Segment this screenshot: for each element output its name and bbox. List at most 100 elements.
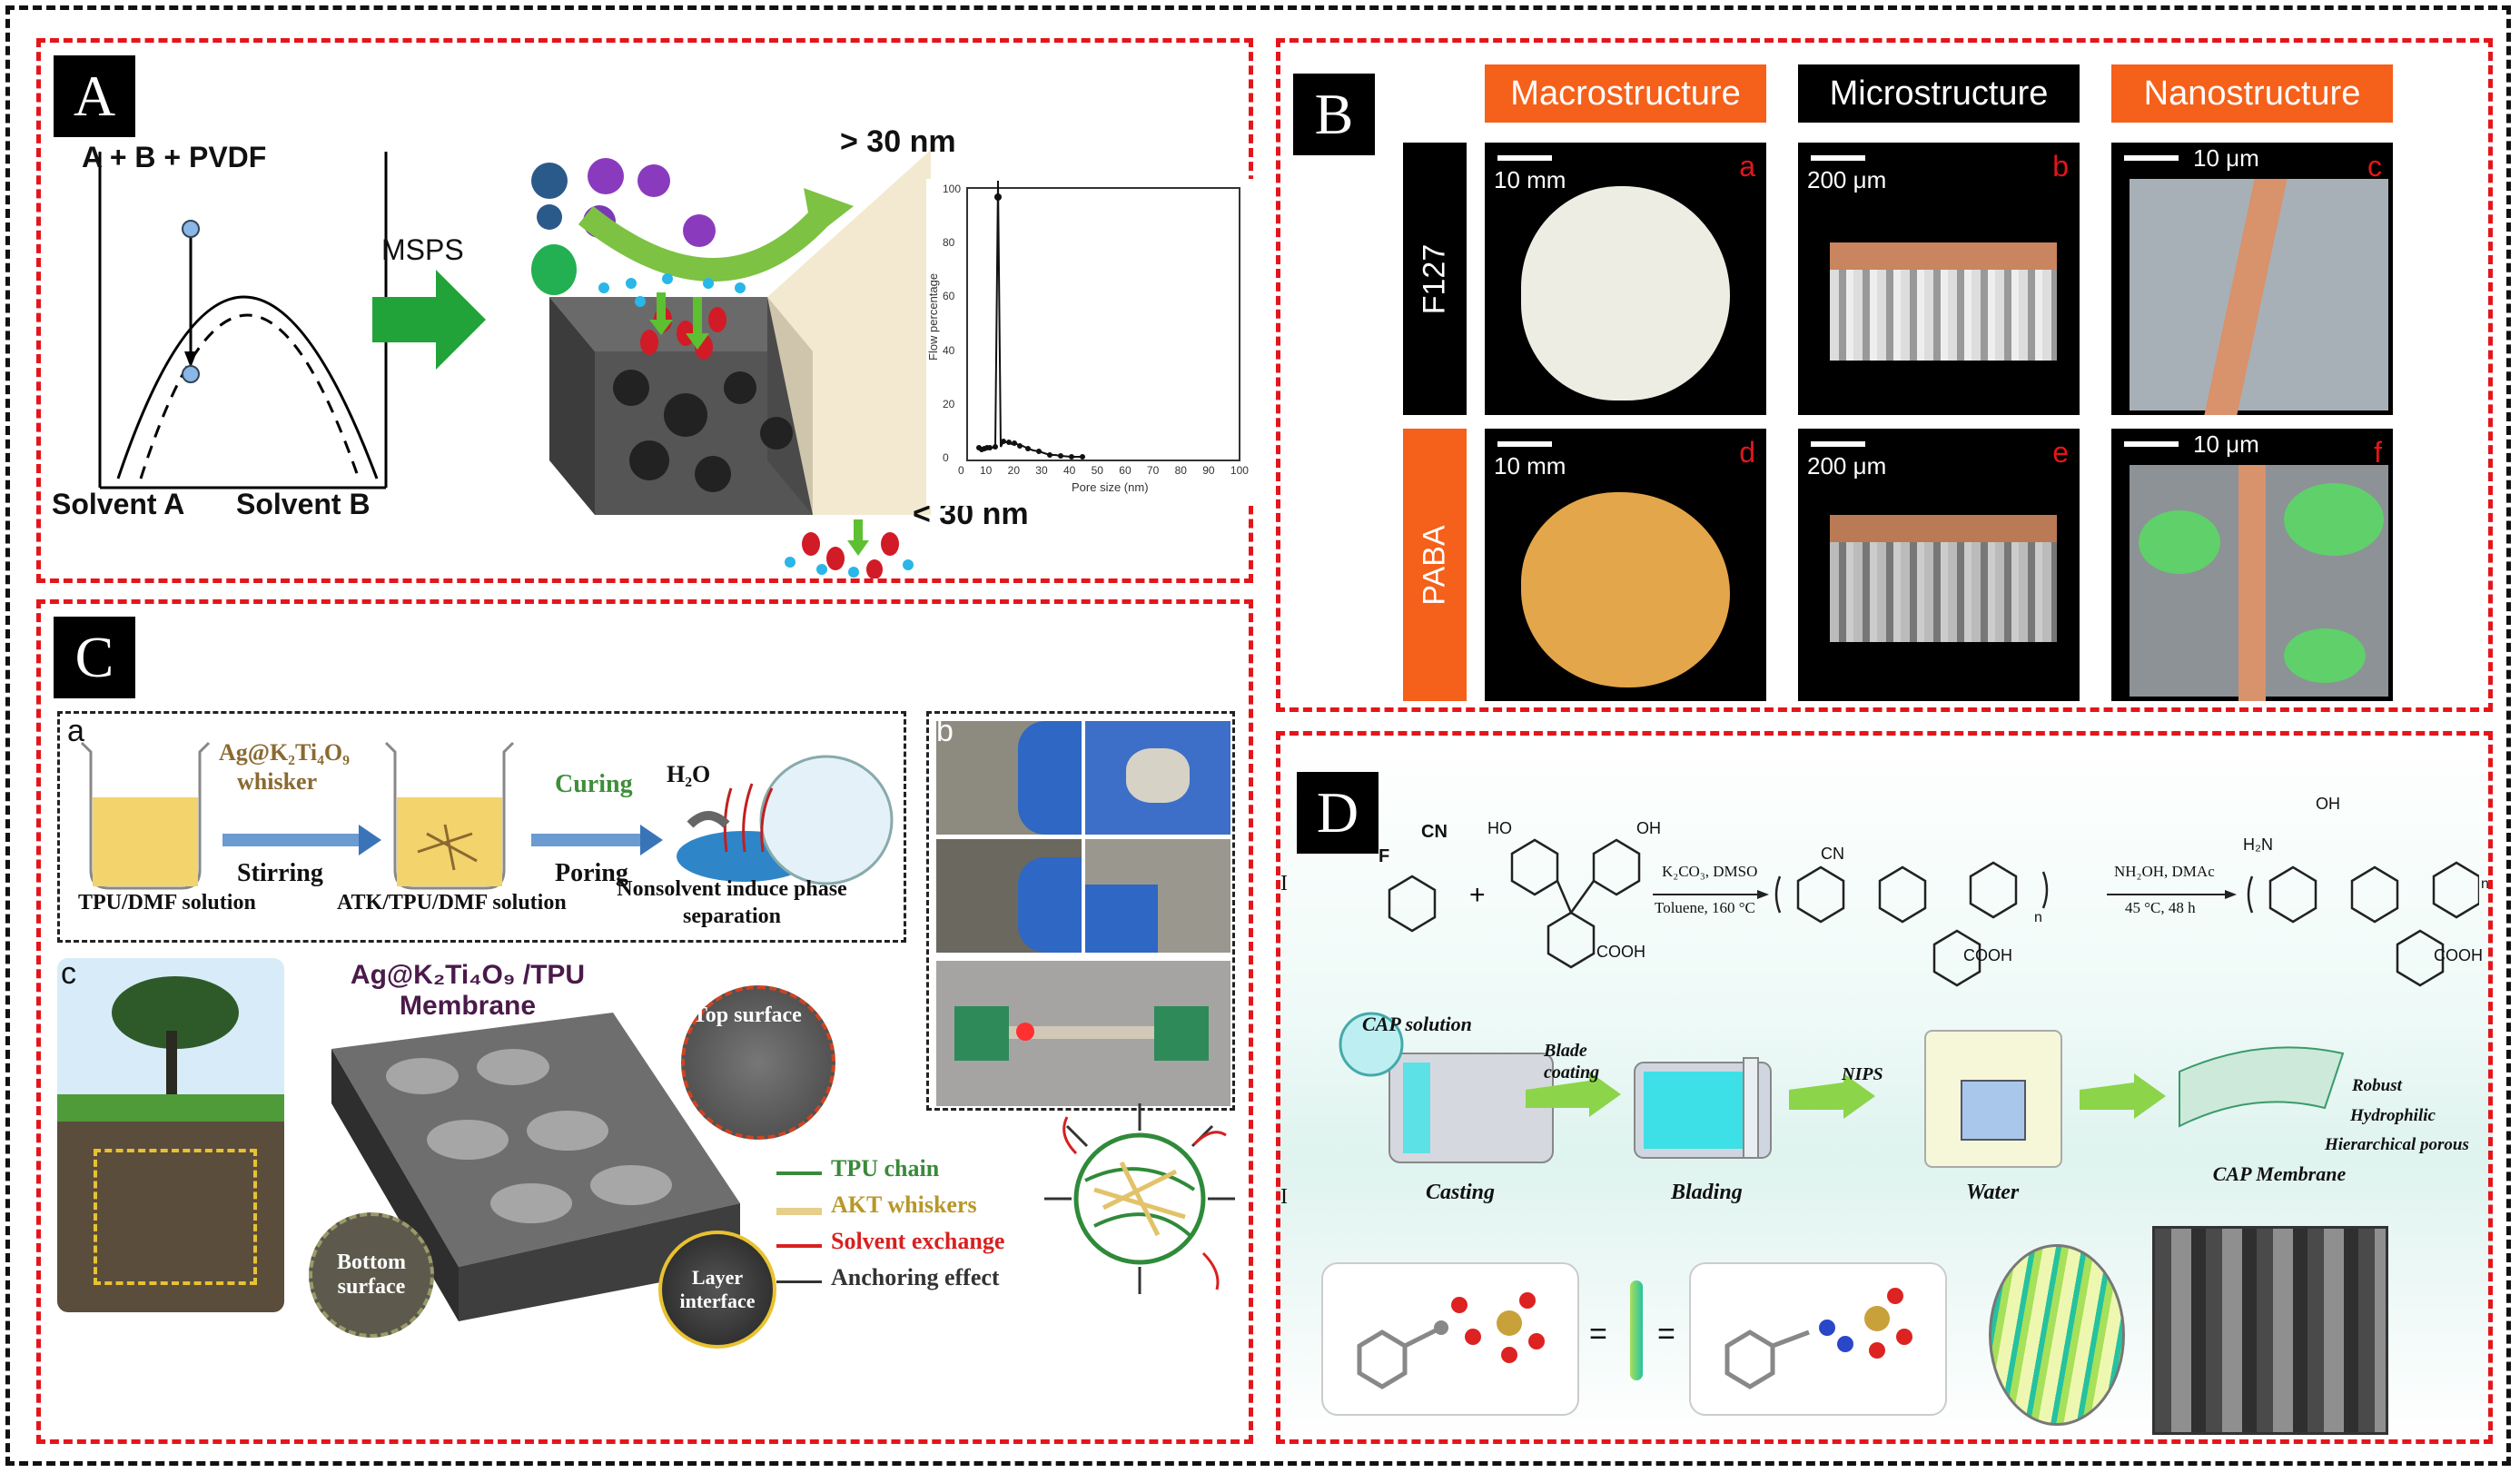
chain-zoom-circle <box>1989 1244 2125 1426</box>
glove <box>1085 885 1158 953</box>
sub-a-label: a <box>67 714 84 748</box>
label-cn-2: CN <box>1821 845 1844 863</box>
image-c: 10 μm c <box>2111 143 2393 415</box>
scale-label: 200 μm <box>1807 166 1887 193</box>
row-label-paba-text: PABA <box>1417 524 1452 606</box>
equals-2: = <box>1657 1317 1675 1351</box>
scale-bar <box>2124 441 2179 447</box>
top-surface-zoom <box>681 985 835 1140</box>
caption-tpu: TPU/DMF solution <box>78 891 256 914</box>
legend-tpu: TPU chain <box>831 1155 940 1181</box>
bottom-surface-bubble: Bottom surface <box>309 1212 434 1338</box>
crumpled-membrane <box>1126 748 1190 803</box>
top-layer <box>1830 242 2057 270</box>
photo <box>1085 839 1230 953</box>
ytick: 40 <box>943 343 955 357</box>
step1-bottom: Stirring <box>237 859 323 887</box>
legend: TPU chain AKT whiskers Solvent exchange … <box>776 1153 1067 1326</box>
caption-nips: Nonsolvent induce phase separation <box>617 877 847 928</box>
polymer-chain-icon <box>1630 1280 1643 1380</box>
panel-b: B Macrostructure Microstructure Nanostru… <box>1276 38 2493 712</box>
tree-illustration <box>57 958 284 1312</box>
top-layer <box>1830 515 2057 542</box>
pore-chart-svg <box>966 180 1240 461</box>
legend-swatch-akt <box>776 1208 822 1215</box>
prop-robust: Robust <box>2352 1076 2402 1095</box>
network-diagram <box>1044 1103 1235 1294</box>
label-oh-2: OH <box>2316 795 2340 813</box>
image-e: 200 μm e <box>1798 429 2080 701</box>
nips-label: NIPS <box>1842 1064 1883 1084</box>
molecule-1 <box>1357 1292 1545 1389</box>
step2-top: Curing <box>555 770 633 798</box>
xtick: 80 <box>1174 464 1187 477</box>
phase-top-label: A + B + PVDF <box>82 141 267 173</box>
subfig-letter: c <box>2367 150 2382 183</box>
label-cooh-2: COOH <box>1963 946 2012 964</box>
chart-yticks: 0 20 40 60 80 100 <box>943 183 961 464</box>
ytick: 60 <box>943 290 955 303</box>
image-f: 10 μm f <box>2111 429 2393 701</box>
water-label-d: Water <box>1966 1181 2020 1204</box>
reaction-scheme: + <box>1388 838 2479 987</box>
scale-bar <box>1811 441 1865 447</box>
top-surface-label: Top surface <box>693 1003 802 1027</box>
subfig-letter: b <box>2052 150 2069 183</box>
scale-bar <box>1497 441 1552 447</box>
legend-swatch-tpu <box>776 1171 822 1175</box>
reagent-1: K₂CO₃, DMSO <box>1662 863 1758 880</box>
ytick: 0 <box>943 450 949 464</box>
glove <box>1018 857 1082 953</box>
row-label-paba: PABA <box>1403 429 1467 701</box>
subfig-letter: d <box>1739 436 1755 469</box>
prop-porous: Hierarchical porous <box>2325 1135 2469 1154</box>
cross-section <box>1830 270 2057 361</box>
xtick: 30 <box>1035 464 1048 477</box>
blade-coating-label: Blade coating <box>1544 1041 1600 1083</box>
clip <box>1154 1006 1209 1061</box>
disc-yellow <box>1521 492 1730 687</box>
image-a: 10 mm a <box>1485 143 1766 415</box>
sub-c-label: c <box>61 956 76 991</box>
legend-anchor: Anchoring effect <box>831 1264 1000 1290</box>
cap-membrane-label: CAP Membrane <box>2212 1162 2347 1185</box>
roman-1: I <box>1280 872 1288 895</box>
glove <box>1018 721 1082 835</box>
pore-size-chart: Flow percentage 0 10 20 30 40 50 60 70 8… <box>926 179 1253 506</box>
xtick: 60 <box>1119 464 1132 477</box>
equals-1: = <box>1589 1317 1607 1351</box>
molecule-box-1 <box>1321 1262 1579 1416</box>
label-cn: CN <box>1421 822 1448 842</box>
figure-frame <box>5 5 2511 1466</box>
panel-b-label: B <box>1293 74 1375 155</box>
xtick: 20 <box>1007 464 1020 477</box>
condition-1: Toluene, 160 °C <box>1655 899 1755 916</box>
row-label-f127: F127 <box>1403 143 1467 415</box>
panel-c-label: C <box>54 617 135 698</box>
sem-image <box>2152 1226 2388 1435</box>
xtick: 100 <box>1230 464 1249 477</box>
solvent-b-label: Solvent B <box>236 488 371 520</box>
xtick: 90 <box>1202 464 1215 477</box>
photo <box>1085 721 1230 835</box>
subfig-letter: a <box>1739 150 1755 183</box>
scale-bar <box>2124 155 2179 161</box>
scale-label: 10 μm <box>2193 430 2259 458</box>
label-h2n: H₂N <box>2243 835 2273 854</box>
prop-hydrophilic: Hydrophilic <box>2350 1106 2436 1125</box>
xtick: 40 <box>1062 464 1076 477</box>
panel-d-label: D <box>1297 772 1379 854</box>
msps-arrow <box>372 270 486 370</box>
process-row <box>1339 1012 2345 1168</box>
subpanel-cb: b <box>926 711 1235 1111</box>
green-blob <box>2139 510 2220 574</box>
phase-diagram <box>98 152 388 489</box>
photo <box>936 839 1082 953</box>
label-oh: OH <box>1636 819 1661 837</box>
label-ho: HO <box>1487 819 1512 837</box>
disc-white <box>1521 186 1730 400</box>
solvent-a-label: Solvent A <box>52 488 185 520</box>
grass <box>57 1094 284 1122</box>
membrane-block <box>531 150 931 578</box>
layer-interface-bubble: Layer interface <box>658 1231 776 1349</box>
